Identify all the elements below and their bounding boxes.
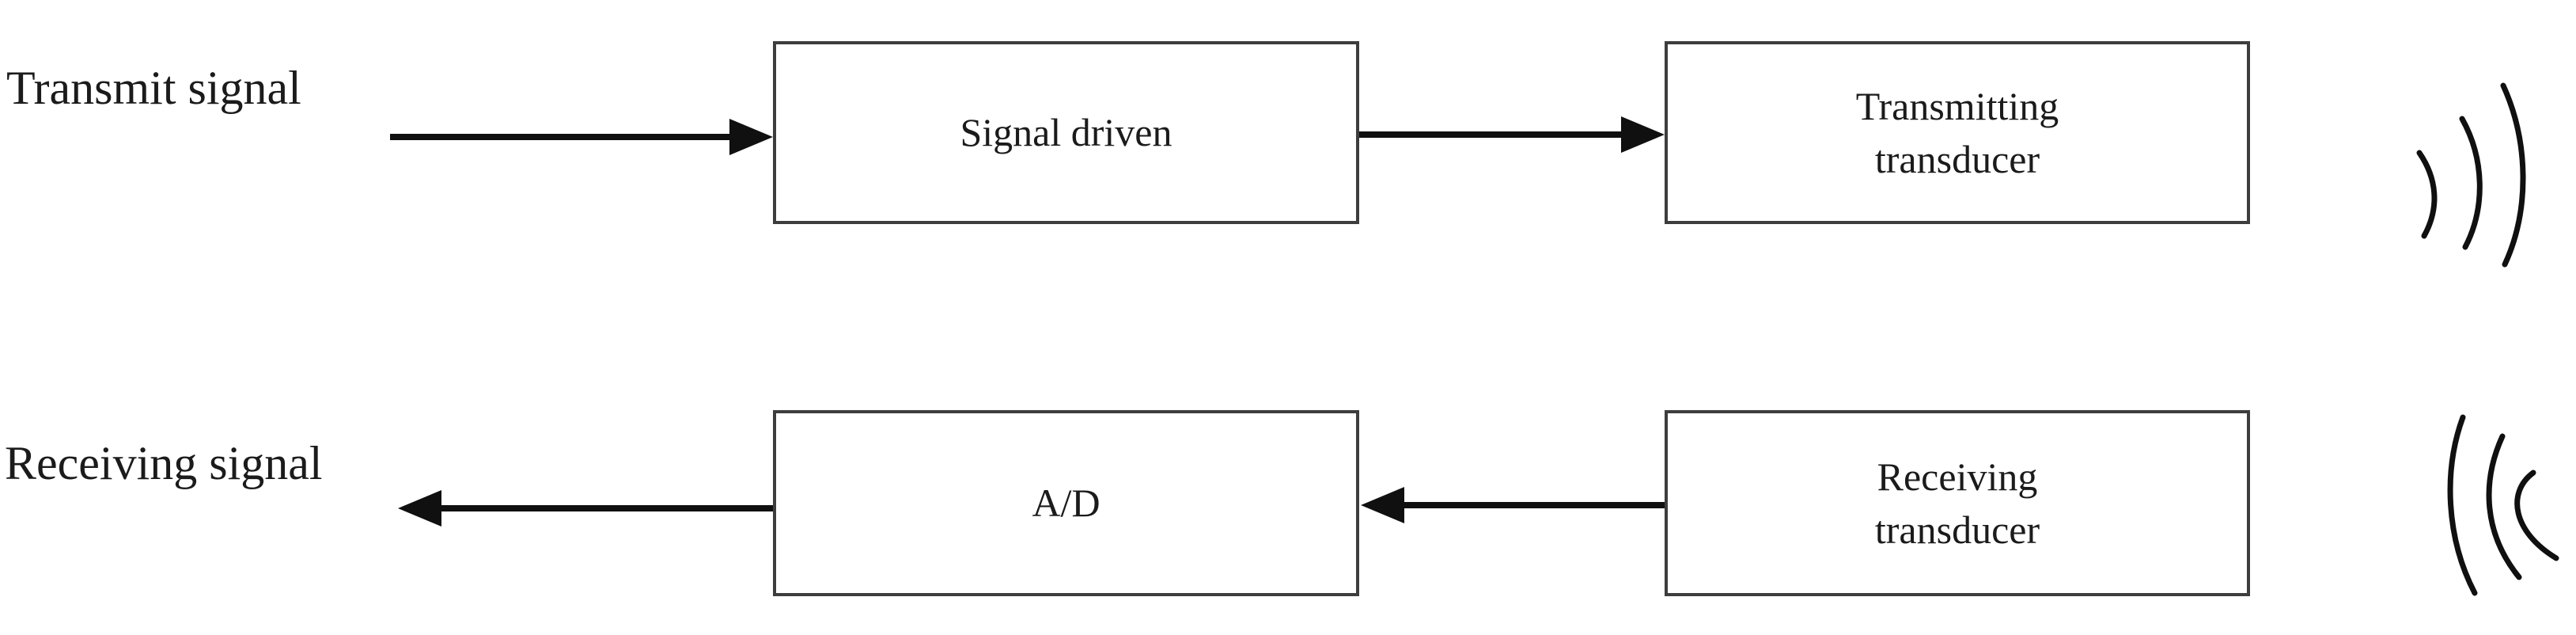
receiving-transducer-label-line1: Receiving: [1877, 454, 2038, 499]
arrow-transducer-to-ad: [1361, 487, 1665, 523]
sound-waves-out-icon: [2416, 82, 2526, 268]
arrow-transmit-input: [390, 119, 773, 155]
arrow-ad-output: [398, 490, 773, 527]
transmit-signal-label: Transmit signal: [6, 62, 301, 114]
transmitting-transducer-label-line2: transducer: [1874, 136, 2040, 181]
sound-waves-in-icon: [2447, 414, 2559, 596]
transmitting-transducer-box: Transmitting transducer: [1665, 41, 2250, 224]
receiving-transducer-label-line2: transducer: [1874, 507, 2040, 552]
signal-driven-box: Signal driven: [773, 41, 1359, 224]
transmitting-transducer-label-line1: Transmitting: [1855, 83, 2059, 128]
arrow-driver-to-transducer: [1359, 116, 1665, 153]
ad-converter-label: A/D: [1032, 481, 1100, 525]
signal-driven-label: Signal driven: [960, 110, 1172, 154]
receiving-signal-label: Receiving signal: [5, 437, 323, 489]
ad-converter-box: A/D: [773, 410, 1359, 596]
receiving-transducer-box: Receiving transducer: [1665, 410, 2250, 596]
